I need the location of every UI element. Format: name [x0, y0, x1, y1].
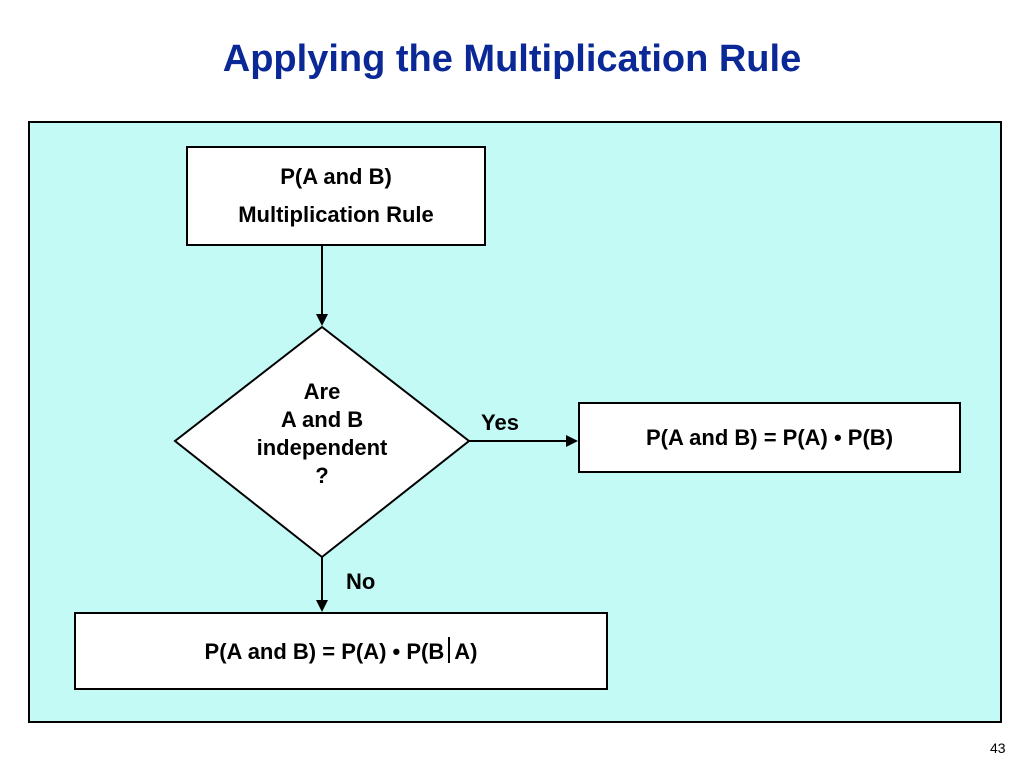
independent-formula: P(A and B) = P(A) • P(B)	[645, 424, 894, 450]
decision-text: Are A and B independent ?	[232, 378, 412, 490]
decision-line3: independent	[256, 435, 388, 460]
arrowhead-start-to-decision	[316, 314, 328, 326]
decision-line1: Are	[303, 379, 341, 404]
start-box: P(A and B) Multiplication Rule	[186, 146, 486, 246]
arrowhead-no	[316, 600, 328, 612]
dependent-formula: P(A and B) = P(A) • P(B A)	[204, 637, 478, 665]
decision-line2: A and B	[280, 407, 364, 432]
decision-line4: ?	[315, 463, 329, 488]
no-label: No	[346, 569, 376, 594]
slide-title: Applying the Multiplication Rule	[222, 38, 802, 80]
dependent-formula-left: P(A and B) = P(A) • P(B	[204, 639, 445, 664]
start-box-line1: P(A and B)	[280, 164, 392, 189]
conditional-bar	[448, 637, 451, 663]
independent-result-box: P(A and B) = P(A) • P(B)	[578, 402, 961, 473]
dependent-formula-right: A)	[454, 639, 478, 664]
start-box-line2: Multiplication Rule	[238, 202, 434, 227]
page-number: 43	[990, 740, 1006, 756]
dependent-result-box: P(A and B) = P(A) • P(B A)	[74, 612, 608, 690]
yes-label: Yes	[481, 410, 519, 435]
arrowhead-yes	[566, 435, 578, 447]
